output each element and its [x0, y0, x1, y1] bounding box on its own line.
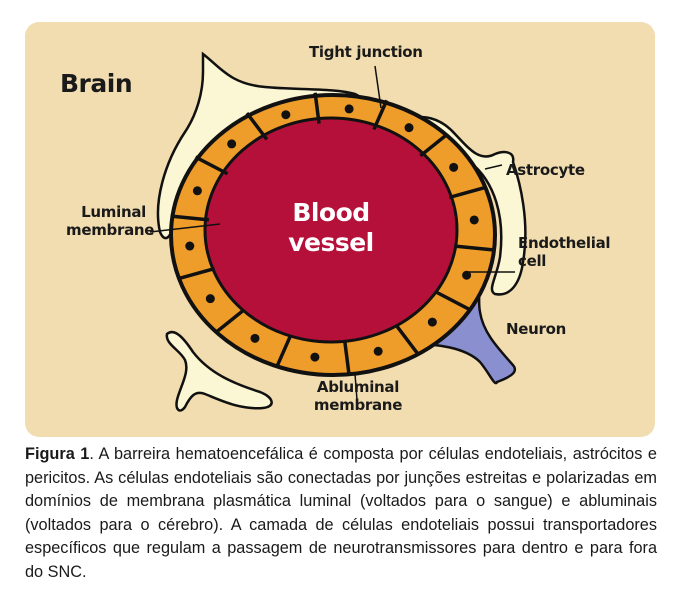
- cell-border: [194, 155, 229, 176]
- cell-nucleus: [185, 241, 195, 251]
- cell-nucleus: [192, 186, 202, 196]
- astrocyte-bottom-left: [165, 330, 273, 412]
- cell-nucleus: [462, 270, 472, 280]
- bbb-diagram: [149, 51, 527, 412]
- cell-border: [275, 335, 292, 367]
- figure-panel: Brain Tight junction Astrocyte Luminal m…: [25, 22, 655, 437]
- blood-line1: Blood: [292, 198, 370, 227]
- luminal-line1: Luminal: [81, 203, 146, 221]
- cell-nucleus: [373, 346, 383, 356]
- cell-border: [419, 132, 449, 158]
- abluminal-membrane-label: Abluminal membrane: [308, 378, 408, 414]
- cell-border: [178, 266, 216, 281]
- tight-junction-label: Tight junction: [309, 43, 423, 61]
- brain-label: Brain: [60, 69, 133, 98]
- cell-nucleus: [404, 123, 414, 133]
- luminal-pointer: [149, 223, 221, 233]
- cell-border: [170, 214, 210, 222]
- endothelial-cell-label: Endothelial cell: [518, 234, 611, 270]
- abluminal-line2: membrane: [313, 396, 403, 414]
- cell-border: [395, 325, 419, 355]
- cell-nucleus: [310, 352, 320, 362]
- cell-border: [454, 244, 494, 252]
- cell-nucleus: [449, 162, 459, 172]
- tight-junction-pointer: [374, 65, 382, 109]
- neuron-label: Neuron: [506, 320, 566, 338]
- astrocyte-right: [411, 116, 527, 296]
- abluminal-pointer: [354, 373, 358, 401]
- cell-nucleus: [281, 110, 291, 120]
- cell-nucleus: [227, 139, 237, 149]
- cell-border: [435, 290, 470, 311]
- luminal-line2: membrane: [66, 221, 155, 239]
- blood-line2: vessel: [288, 228, 374, 257]
- blood-vessel-label: Blood vessel: [261, 198, 401, 258]
- astrocyte-pointer: [484, 164, 503, 170]
- caption-lead: Figura 1: [25, 445, 90, 463]
- cell-border: [215, 308, 245, 334]
- endothelial-line2: cell: [518, 252, 547, 270]
- cell-border: [313, 92, 321, 124]
- cell-nucleus: [427, 317, 437, 327]
- cell-nucleus: [250, 333, 260, 343]
- astrocyte-label: Astrocyte: [506, 161, 585, 179]
- blood-vessel-lumen: [203, 116, 459, 344]
- cell-nucleus: [205, 294, 215, 304]
- luminal-membrane-label: Luminal membrane: [66, 203, 155, 239]
- cell-nucleus: [344, 104, 354, 114]
- cell-border: [343, 342, 351, 374]
- endothelial-line1: Endothelial: [518, 234, 611, 252]
- cell-border: [372, 99, 389, 131]
- cell-nucleus: [469, 215, 479, 225]
- cell-border: [448, 185, 486, 200]
- cell-border: [245, 111, 269, 141]
- figure-caption: Figura 1. A barreira hematoencefálica é …: [25, 443, 657, 585]
- caption-text: . A barreira hematoencefálica é composta…: [25, 445, 657, 581]
- abluminal-line1: Abluminal: [316, 378, 400, 396]
